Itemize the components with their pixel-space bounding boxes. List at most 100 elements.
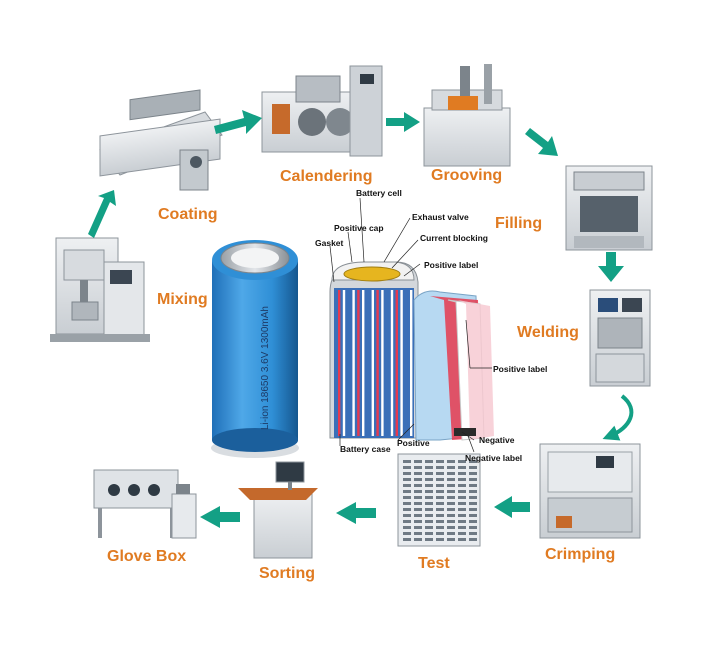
test-slot — [425, 526, 433, 529]
test-slot — [414, 508, 422, 511]
arrow-sorting-to-glovebox — [200, 506, 240, 528]
arrow-coating-to-calendering — [214, 110, 262, 134]
step-label-mixing: Mixing — [157, 291, 208, 308]
test-slot — [447, 484, 455, 487]
test-slot — [425, 532, 433, 535]
test-slot — [458, 514, 466, 517]
test-slot — [403, 466, 411, 469]
test-slot — [425, 478, 433, 481]
test-slot — [469, 508, 477, 511]
test-slot — [403, 520, 411, 523]
arrow-welding-to-crimping — [602, 394, 634, 441]
test-slot — [425, 496, 433, 499]
callout-positive-label-top: Positive label — [424, 260, 478, 270]
test-slot — [469, 484, 477, 487]
test-slot — [469, 490, 477, 493]
welding-machine-illustration — [589, 289, 651, 387]
test-slot — [414, 460, 422, 463]
test-slot — [447, 496, 455, 499]
test-slot — [447, 460, 455, 463]
test-slot — [469, 532, 477, 535]
step-label-filling: Filling — [495, 215, 543, 232]
test-slot — [403, 502, 411, 505]
test-slot — [425, 508, 433, 511]
electrode-layer — [386, 290, 389, 436]
test-slot — [447, 490, 455, 493]
test-slot — [458, 490, 466, 493]
test-slot — [414, 538, 422, 541]
electrode-layer — [352, 290, 355, 436]
electrode-layer — [376, 290, 379, 436]
test-slot — [447, 472, 455, 475]
test-slot — [403, 478, 411, 481]
test-slot — [403, 538, 411, 541]
test-slot — [414, 472, 422, 475]
test-slot — [403, 472, 411, 475]
test-slot — [436, 490, 444, 493]
callout-positive-cap: Positive cap — [334, 223, 384, 233]
cylindrical-cell-illustration: Li-ion 18650 3.6V 1300mAh — [211, 240, 299, 458]
test-slot — [436, 520, 444, 523]
step-label-coating: Coating — [158, 206, 218, 223]
cell-print: Li-ion 18650 3.6V 1300mAh — [260, 306, 271, 430]
test-slot — [403, 532, 411, 535]
step-label-sorting: Sorting — [259, 565, 315, 582]
test-slot — [403, 460, 411, 463]
coating-machine-illustration — [99, 89, 223, 191]
electrode-layer — [347, 290, 350, 436]
step-label-calendering: Calendering — [280, 168, 373, 185]
test-slot — [403, 526, 411, 529]
test-slot — [469, 478, 477, 481]
test-slot — [469, 520, 477, 523]
callout-positive-label-mid: Positive label — [493, 364, 547, 374]
test-slot — [425, 538, 433, 541]
test-slot — [469, 496, 477, 499]
test-slot — [403, 484, 411, 487]
electrode-layer — [405, 290, 408, 436]
arrow-mixing-to-coating — [88, 190, 116, 238]
test-slot — [436, 526, 444, 529]
electrode-layer — [357, 290, 360, 436]
test-slot — [425, 484, 433, 487]
test-slot — [425, 520, 433, 523]
mixing-machine-illustration — [50, 237, 150, 342]
filling-machine-illustration — [565, 165, 653, 251]
crimping-machine-illustration — [539, 443, 641, 539]
test-slot — [414, 520, 422, 523]
test-slot — [469, 472, 477, 475]
test-slot — [469, 460, 477, 463]
test-slot — [469, 466, 477, 469]
test-slot — [425, 514, 433, 517]
test-slot — [414, 532, 422, 535]
test-slot — [414, 514, 422, 517]
test-slot — [447, 538, 455, 541]
test-slot — [447, 466, 455, 469]
test-cabinet-illustration — [397, 453, 481, 547]
test-slot — [458, 496, 466, 499]
step-label-grooving: Grooving — [431, 167, 503, 184]
test-slot — [425, 466, 433, 469]
test-slot — [436, 460, 444, 463]
electrode-layer — [362, 290, 365, 436]
test-slot — [458, 502, 466, 505]
grooving-machine-illustration — [423, 64, 511, 167]
test-slot — [414, 466, 422, 469]
arrow-calendering-to-grooving — [386, 112, 420, 132]
test-slot — [458, 538, 466, 541]
test-slot — [469, 502, 477, 505]
electrode-layer — [366, 290, 370, 436]
test-slot — [458, 460, 466, 463]
callout-negative: Negative — [479, 435, 515, 445]
cell-cutaway-illustration — [329, 261, 494, 441]
callout-negative-label: Negative label — [465, 453, 522, 463]
step-label-welding: Welding — [517, 324, 579, 341]
test-slot — [425, 490, 433, 493]
step-label-crimping: Crimping — [545, 546, 616, 563]
electrode-layer — [395, 290, 398, 436]
test-slot — [469, 538, 477, 541]
arrow-crimping-to-test — [494, 496, 530, 518]
test-slot — [458, 472, 466, 475]
test-slot — [458, 484, 466, 487]
test-slot — [436, 496, 444, 499]
